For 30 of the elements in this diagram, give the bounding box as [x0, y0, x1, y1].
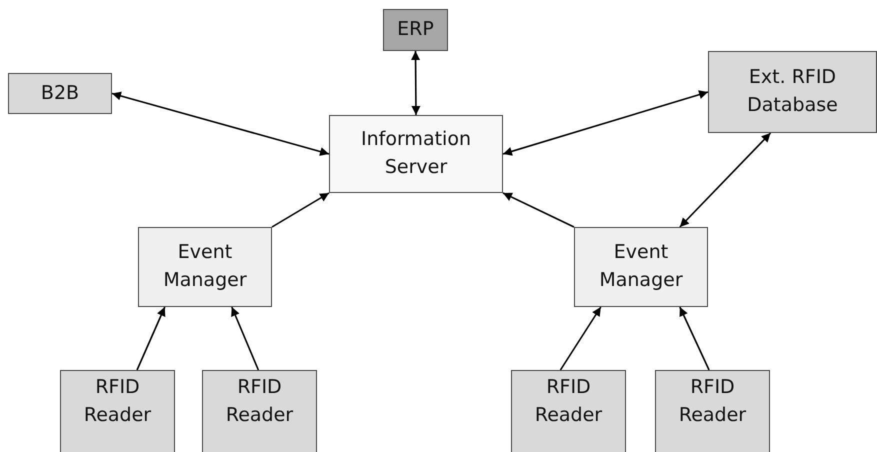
- box-label: RFID Reader: [678, 375, 748, 428]
- process-box: [329, 115, 503, 193]
- box-label: B2B: [40, 80, 80, 106]
- process-box: [655, 370, 770, 452]
- arrow: [136, 306, 166, 370]
- arrow: [679, 306, 710, 370]
- arrow: [112, 92, 330, 156]
- box-label: Event Manager: [162, 240, 248, 293]
- arrow: [502, 90, 708, 156]
- box-label: RFID Reader: [224, 375, 294, 428]
- process-box: [511, 370, 626, 452]
- box-label: Information Server: [360, 127, 472, 180]
- process-box: [383, 9, 448, 51]
- process-box: [708, 51, 877, 133]
- box-label: RFID Reader: [82, 375, 152, 428]
- box-label: ERP: [397, 17, 434, 42]
- process-box: [202, 370, 317, 452]
- process-box: [138, 227, 272, 307]
- arrow: [679, 132, 772, 228]
- arrow: [231, 306, 260, 370]
- box-label: Event Manager: [598, 240, 684, 293]
- box-label: RFID Reader: [534, 375, 604, 428]
- box-label: Ext. RFID Database: [746, 65, 839, 118]
- process-box: [8, 73, 112, 114]
- arrow: [411, 51, 420, 115]
- arrow: [560, 306, 602, 370]
- process-box: [574, 227, 708, 307]
- arrow: [272, 192, 330, 228]
- process-box: [60, 370, 175, 452]
- arrow: [502, 192, 574, 228]
